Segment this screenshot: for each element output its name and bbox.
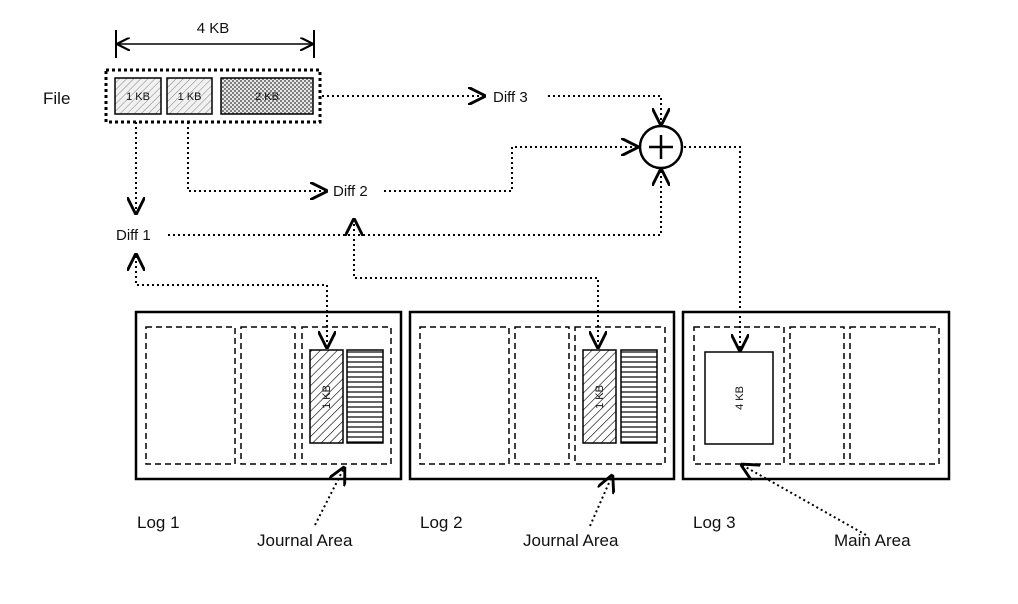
log-2-journal-area (574, 326, 666, 465)
connector-merge-to-log3 (684, 146, 740, 350)
log-1-area-label: Journal Area (257, 531, 353, 550)
file-block-1 (114, 77, 162, 115)
file-container: 1 KB 1 KB 2 KB (104, 68, 322, 124)
size-dimension-label: 4 KB (197, 20, 230, 37)
log-2-label: Log 2 (420, 513, 463, 532)
log-2-box: 1 KB (408, 310, 676, 481)
log-3-label: Log 3 (693, 513, 736, 532)
size-dimension: 4 KB (115, 20, 315, 58)
log-2-stripe-block (620, 349, 658, 444)
log-1-block-label: 1 KB (321, 385, 333, 409)
log-1-stripe-block (346, 349, 384, 444)
diff-1-label: Diff 1 (116, 227, 151, 244)
merge-node (638, 124, 684, 170)
log-3-box: 4 KB (681, 310, 951, 481)
log-1-journal-area (301, 326, 392, 465)
log-3-full-block (704, 351, 774, 445)
file-block-3 (220, 77, 314, 115)
connector-log2-to-diff2 (354, 220, 598, 347)
log-1-diff-block (309, 349, 344, 444)
log-2-diff-block (582, 349, 617, 444)
file-block-2-label: 1 KB (178, 91, 202, 103)
connector-diff1-to-merge (168, 170, 661, 236)
log-3-area-label: Main Area (834, 531, 911, 550)
connector-block2-to-diff2 (187, 122, 326, 191)
log-3-block-label: 4 KB (734, 386, 746, 410)
file-block-1-label: 1 KB (126, 91, 150, 103)
file-label: File (43, 89, 70, 108)
connector-log1-to-diff1 (136, 255, 327, 347)
connector-diff2-to-merge (384, 147, 637, 192)
log-1-box: 1 KB (134, 310, 403, 481)
diff-3-label: Diff 3 (493, 89, 528, 106)
log-2-block-label: 1 KB (594, 385, 606, 409)
log-1-label: Log 1 (137, 513, 180, 532)
file-block-2 (166, 77, 213, 115)
log-2-area-label: Journal Area (523, 531, 619, 550)
file-block-3-label: 2 KB (255, 91, 279, 103)
connector-diff3-to-merge (548, 95, 661, 124)
diff-2-label: Diff 2 (333, 183, 368, 200)
